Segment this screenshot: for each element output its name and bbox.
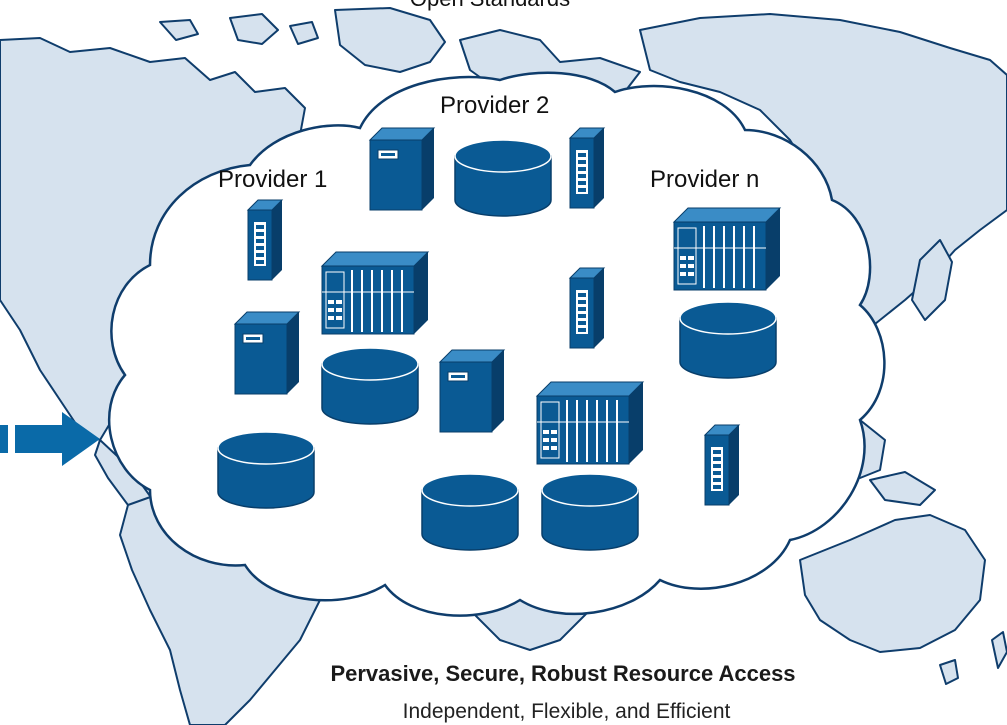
subline: Independent, Flexible, and Efficient bbox=[402, 700, 731, 723]
arrow-right-icon bbox=[0, 412, 100, 466]
provider-2-label: Provider 2 bbox=[440, 92, 550, 119]
arctic-island-shape bbox=[229, 13, 279, 45]
storage-disk-icon bbox=[217, 431, 315, 509]
top-heading: Open Standards bbox=[0, 0, 980, 12]
network-switch-icon bbox=[247, 199, 283, 281]
server-tower-icon bbox=[439, 349, 505, 433]
rack-server-icon bbox=[321, 251, 429, 335]
provider-1-label: Provider 1 bbox=[218, 166, 328, 193]
rack-server-icon bbox=[536, 381, 644, 465]
storage-disk-icon bbox=[541, 473, 639, 551]
server-tower-icon bbox=[234, 311, 300, 395]
greenland-shape bbox=[334, 7, 446, 73]
arctic-island-shape bbox=[159, 19, 199, 41]
new-zealand-shape bbox=[939, 659, 959, 685]
storage-disk-icon bbox=[321, 347, 419, 425]
japan-shape bbox=[911, 239, 953, 321]
storage-disk-icon bbox=[421, 473, 519, 551]
headline: Pervasive, Secure, Robust Resource Acces… bbox=[330, 661, 796, 686]
provider-n-label: Provider n bbox=[650, 166, 760, 193]
arctic-island-shape bbox=[289, 21, 319, 45]
network-switch-icon bbox=[569, 267, 605, 349]
subline-wrapper: Independent, Flexible, and Efficient bbox=[0, 700, 1007, 724]
australia-shape bbox=[799, 514, 986, 653]
storage-disk-icon bbox=[454, 139, 552, 217]
islands-shape bbox=[869, 471, 936, 506]
world-map bbox=[0, 7, 1007, 725]
new-zealand-shape bbox=[991, 631, 1007, 669]
network-switch-icon bbox=[704, 424, 740, 506]
storage-disk-icon bbox=[679, 301, 777, 379]
network-switch-icon bbox=[569, 127, 605, 209]
headline-wrapper: Pervasive, Secure, Robust Resource Acces… bbox=[0, 661, 1007, 687]
server-tower-icon bbox=[369, 127, 435, 211]
rack-server-icon bbox=[673, 207, 781, 291]
